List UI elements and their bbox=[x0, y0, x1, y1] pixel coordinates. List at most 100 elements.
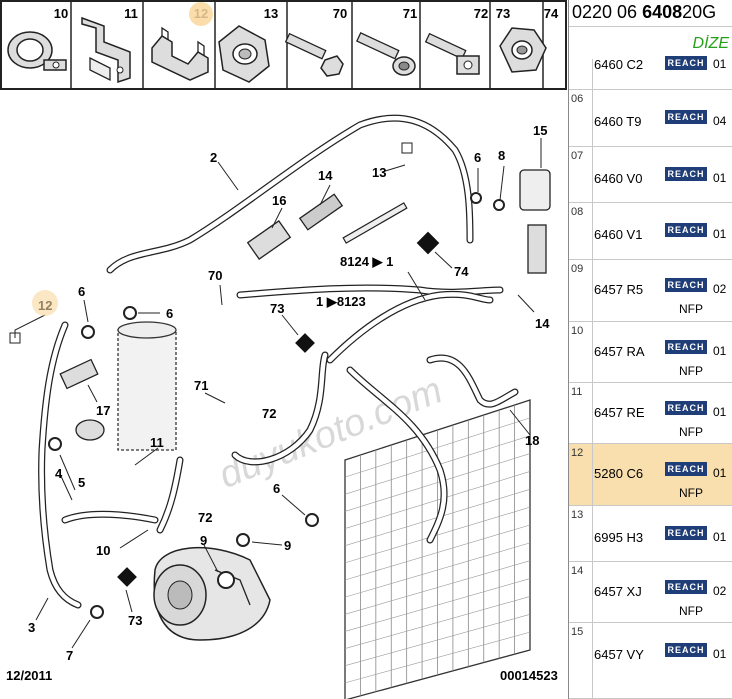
row-index-cell bbox=[569, 260, 593, 321]
callout-10: 10 bbox=[96, 543, 110, 558]
callout-6b: 6 bbox=[166, 306, 173, 321]
reach-badge: REACH bbox=[665, 340, 707, 354]
nut-icon bbox=[499, 27, 547, 73]
callout-18: 18 bbox=[525, 433, 539, 448]
row-index-cell bbox=[569, 562, 593, 622]
reach-badge: REACH bbox=[665, 580, 707, 594]
icon-number-10: 10 bbox=[54, 6, 68, 21]
part-code: 6457 R5 bbox=[594, 282, 644, 297]
part-qty: 04 bbox=[713, 114, 727, 128]
reach-badge: REACH bbox=[665, 401, 707, 415]
condenser-tube bbox=[344, 613, 531, 667]
reach-badge: REACH bbox=[665, 278, 707, 292]
reach-badge: REACH bbox=[665, 110, 707, 124]
row-index-cell bbox=[569, 506, 593, 561]
nfp-label: NFP bbox=[679, 364, 703, 378]
callout-17: 17 bbox=[96, 403, 110, 418]
callout-2: 2 bbox=[210, 150, 217, 165]
clip-icon bbox=[151, 26, 209, 81]
icon-number-72: 72 bbox=[474, 6, 488, 21]
receiver-drier-icon bbox=[117, 321, 177, 451]
icon-number-73: 73 bbox=[496, 6, 510, 21]
condenser-tube bbox=[344, 578, 531, 632]
icon-number-71: 71 bbox=[403, 6, 417, 21]
callout-8123: 1 ▶8123 bbox=[316, 294, 366, 309]
part-qty: 01 bbox=[713, 530, 727, 544]
callout-72: 72 bbox=[262, 406, 276, 421]
reach-badge: REACH bbox=[665, 462, 707, 476]
callout-16: 16 bbox=[272, 193, 286, 208]
part-code: 6457 VY bbox=[594, 647, 644, 662]
row-index: 14 bbox=[571, 565, 584, 577]
drawing-number: 00014523 bbox=[500, 668, 558, 683]
callout-5: 5 bbox=[78, 475, 85, 490]
nfp-label: NFP bbox=[679, 604, 703, 618]
row-index: 15 bbox=[571, 626, 584, 638]
icon-number-13: 13 bbox=[264, 6, 278, 21]
icon-number-74: 74 bbox=[544, 6, 559, 21]
row-index-cell bbox=[569, 59, 593, 89]
condenser-tube bbox=[344, 506, 531, 564]
part-qty: 01 bbox=[713, 466, 727, 480]
callout-labels: 2 13 6 8 15 14 16 8124 ▶ 1 74 70 1 ▶8123… bbox=[28, 123, 550, 663]
callout-9: 9 bbox=[200, 533, 207, 548]
row-index: 10 bbox=[571, 325, 584, 337]
reach-badge: REACH bbox=[665, 223, 707, 237]
condenser-tube bbox=[344, 453, 531, 512]
watermark: duyukoto.com bbox=[213, 369, 448, 497]
reach-badge: REACH bbox=[665, 167, 707, 181]
reference-header: 0220 06 640820G bbox=[569, 0, 732, 27]
highlight-callout-icon bbox=[32, 290, 58, 316]
table-row[interactable]: 07 6460 V0 REACH 01 bbox=[569, 147, 732, 203]
condenser-tube bbox=[344, 560, 531, 615]
subheader: DİZE bbox=[569, 27, 732, 59]
condenser-icon bbox=[344, 399, 531, 699]
callout-74: 74 bbox=[454, 264, 469, 279]
callout-15: 15 bbox=[533, 123, 547, 138]
part-code: 5280 C6 bbox=[594, 466, 644, 481]
row-index: 08 bbox=[571, 206, 584, 218]
callout-71: 71 bbox=[194, 378, 208, 393]
row-index-cell bbox=[569, 147, 593, 202]
ref-prefix: 0220 06 bbox=[572, 2, 638, 22]
part-code: 6460 V0 bbox=[594, 171, 643, 186]
reach-badge: REACH bbox=[665, 526, 707, 540]
callout-70: 70 bbox=[208, 268, 222, 283]
row-index-cell bbox=[569, 623, 593, 698]
reach-badge: REACH bbox=[665, 643, 707, 657]
part-qty: 01 bbox=[713, 171, 727, 185]
row-index: 09 bbox=[571, 263, 584, 275]
condenser-tube bbox=[344, 471, 531, 529]
row-index-cell bbox=[569, 322, 593, 382]
parts-diagram: 101112137071727374 bbox=[0, 0, 567, 699]
nfp-label: NFP bbox=[679, 486, 703, 500]
row-index-cell bbox=[569, 203, 593, 259]
reference-number: 0220 06 640820G bbox=[572, 2, 716, 23]
callout-73: 73 bbox=[270, 301, 284, 316]
row-index: 07 bbox=[571, 150, 584, 162]
bolt-icon bbox=[284, 32, 344, 77]
row-index: 12 bbox=[571, 447, 584, 459]
part-code: 6457 XJ bbox=[594, 584, 642, 599]
callout-3: 3 bbox=[28, 620, 35, 635]
row-index-cell bbox=[569, 383, 593, 443]
part-qty: 01 bbox=[713, 344, 727, 358]
screw-icon bbox=[356, 31, 416, 76]
callout-14: 14 bbox=[318, 168, 333, 183]
row-index: 11 bbox=[571, 386, 583, 398]
part-qty: 01 bbox=[713, 405, 727, 419]
condenser-tube bbox=[344, 631, 531, 684]
callout-9b: 9 bbox=[284, 538, 291, 553]
icon-number-11: 11 bbox=[124, 6, 138, 21]
callout-14b: 14 bbox=[535, 316, 550, 331]
